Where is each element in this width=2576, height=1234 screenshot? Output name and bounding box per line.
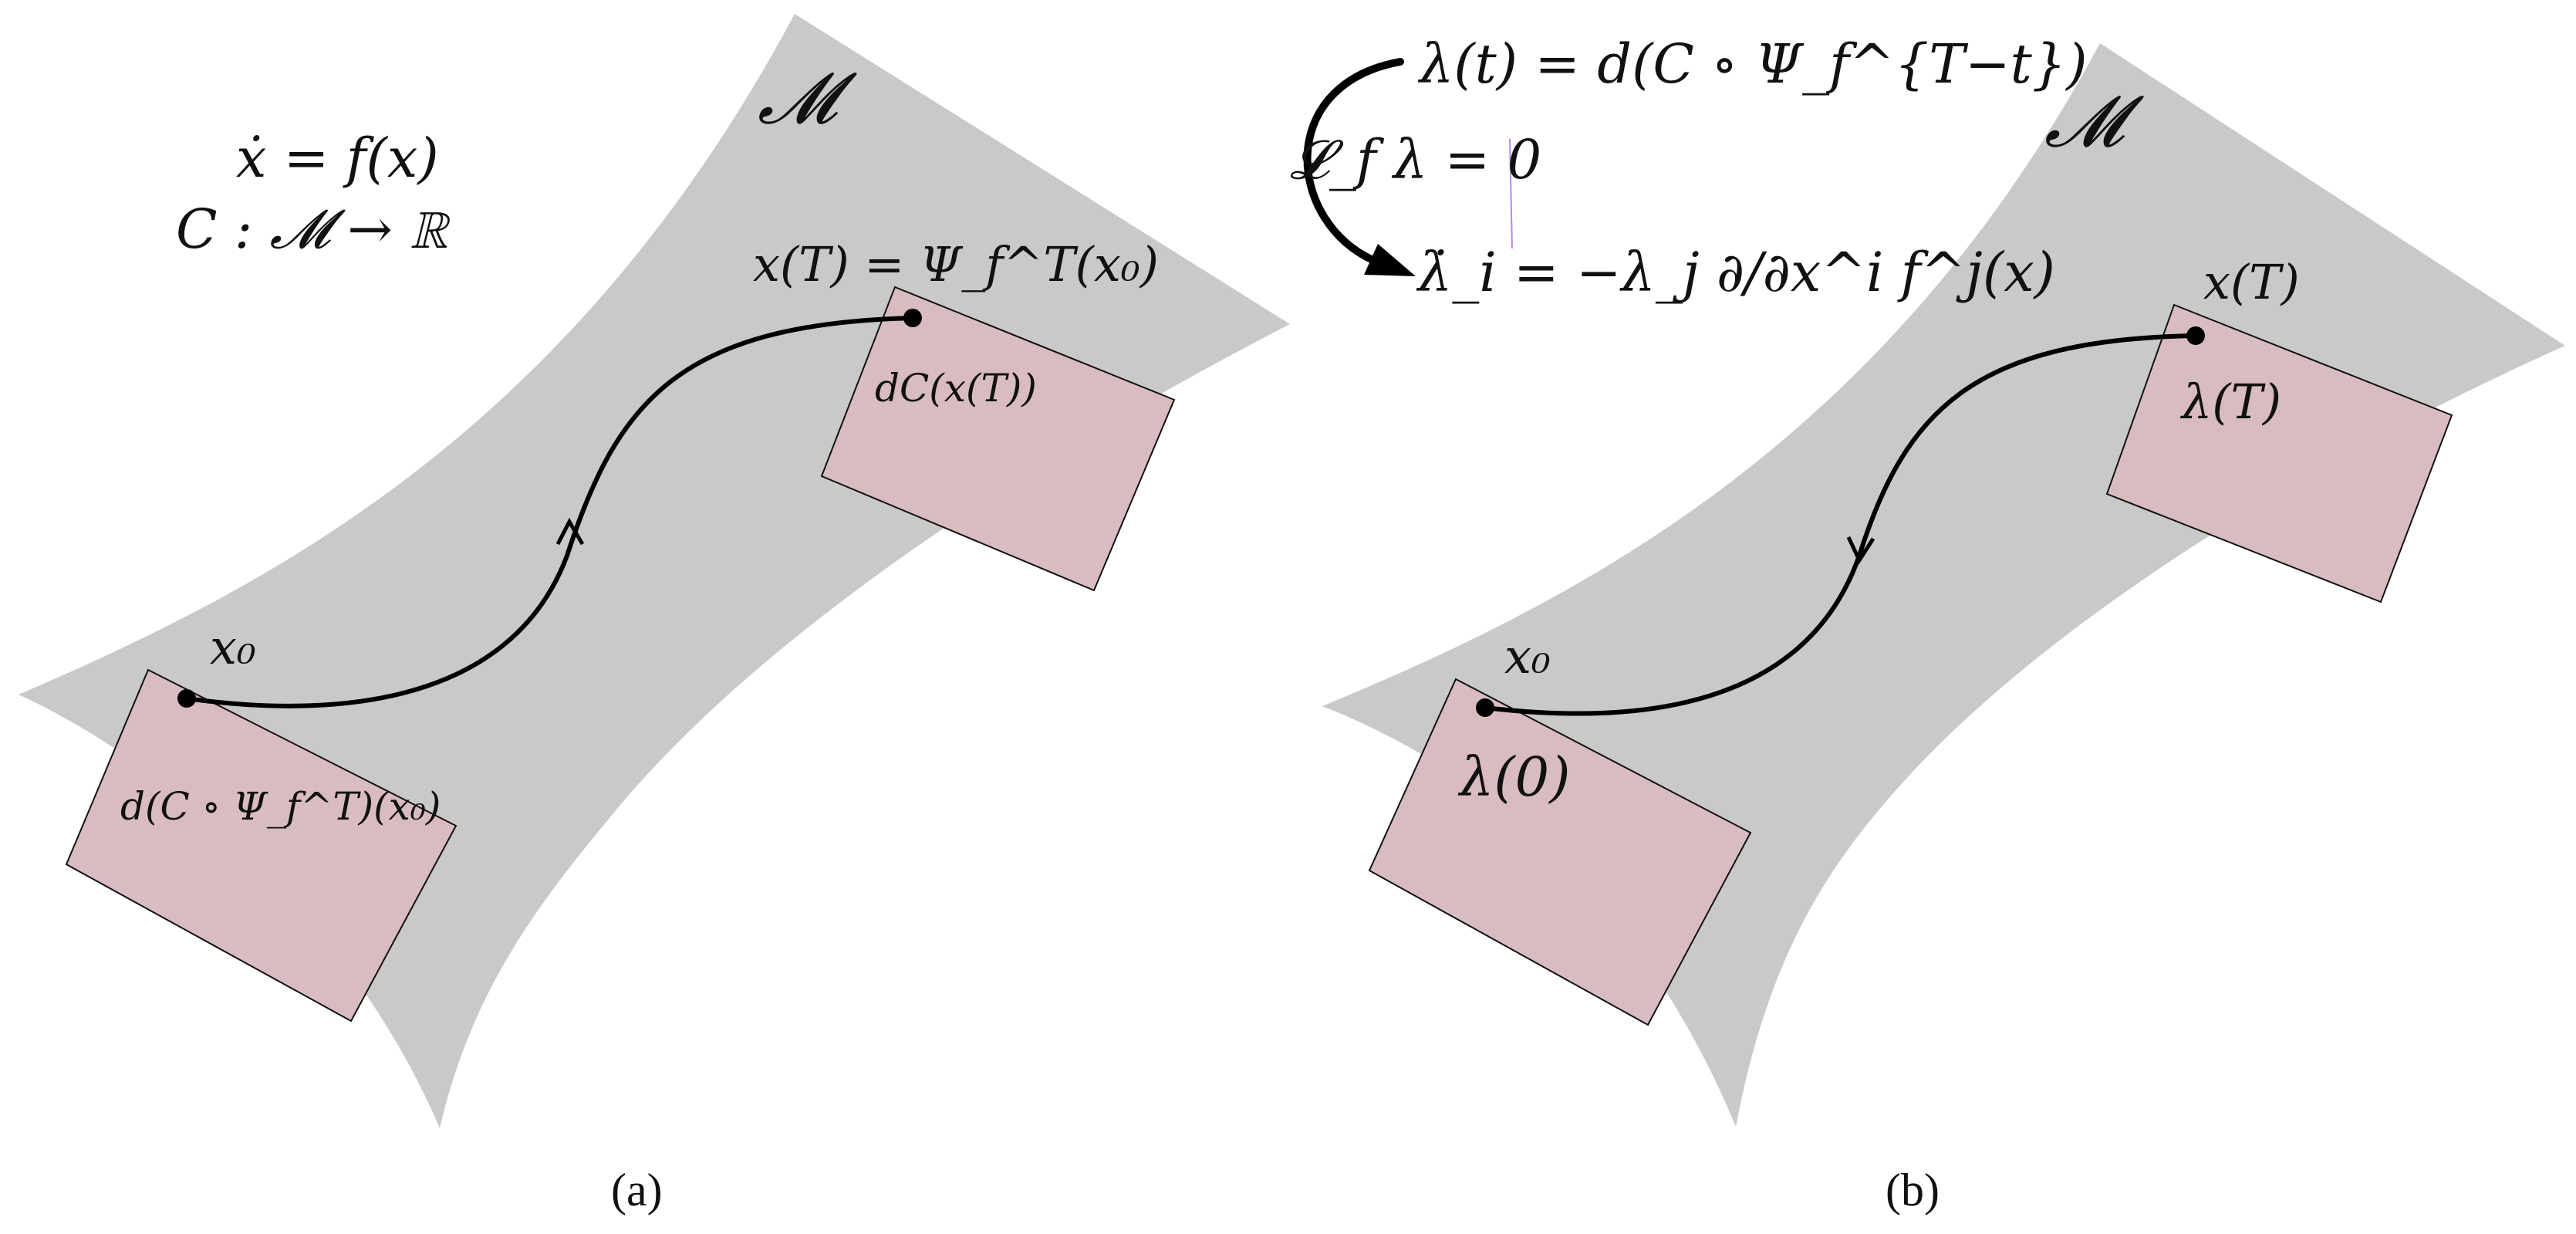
end-label-a: x(T) = Ψ_f^T(x₀) — [753, 236, 1159, 292]
caption-a: (a) — [611, 1165, 663, 1215]
adjoint-equation: λ̇_i = −λ_j ∂/∂x^i f^j(x) — [1418, 241, 2055, 304]
ode-equation: ẋ = f(x) — [236, 127, 439, 190]
manifold-label-b: 𝓜 — [2044, 80, 2125, 163]
start-point-a — [177, 689, 196, 708]
curved-arrow-head-icon — [1364, 244, 1416, 276]
backward-arrow-icon — [1846, 536, 1875, 565]
start-point-b — [1476, 698, 1494, 717]
lie-derivative-equation: 𝓛_f λ = 0 — [1290, 128, 1542, 191]
cotangent-plane-end-a — [820, 286, 1176, 592]
cursor-mark — [1509, 138, 1513, 249]
cost-equation: C : 𝓜 → ℝ — [176, 198, 448, 261]
start-label-b: x₀ — [1504, 628, 1551, 685]
start-label-a: x₀ — [210, 619, 256, 675]
lambda-definition: λ(t) = d(C ∘ Ψ_f^{T−t}) — [1420, 32, 2088, 96]
end-point-a — [903, 309, 922, 327]
cotangent-plane-start-b — [1368, 678, 1752, 1026]
cotangent-plane-end-b — [2105, 303, 2453, 603]
trajectory-a — [184, 316, 915, 708]
cotangent-plane-start-a — [65, 668, 457, 1023]
end-point-b — [2186, 326, 2205, 345]
start-covector-label-a: d(C ∘ Ψ_f^T)(x₀) — [120, 784, 441, 829]
start-covector-label-b: λ(0) — [1460, 745, 1571, 809]
end-label-b: x(T) — [2203, 254, 2300, 310]
end-covector-label-b: λ(T) — [2182, 374, 2282, 430]
forward-arrow-icon — [555, 517, 585, 546]
curved-arrow — [1303, 58, 1404, 265]
end-covector-label-a: dC(x(T)) — [875, 366, 1037, 411]
caption-b: (b) — [1886, 1165, 1940, 1215]
manifold-label-a: 𝓜 — [758, 57, 838, 140]
